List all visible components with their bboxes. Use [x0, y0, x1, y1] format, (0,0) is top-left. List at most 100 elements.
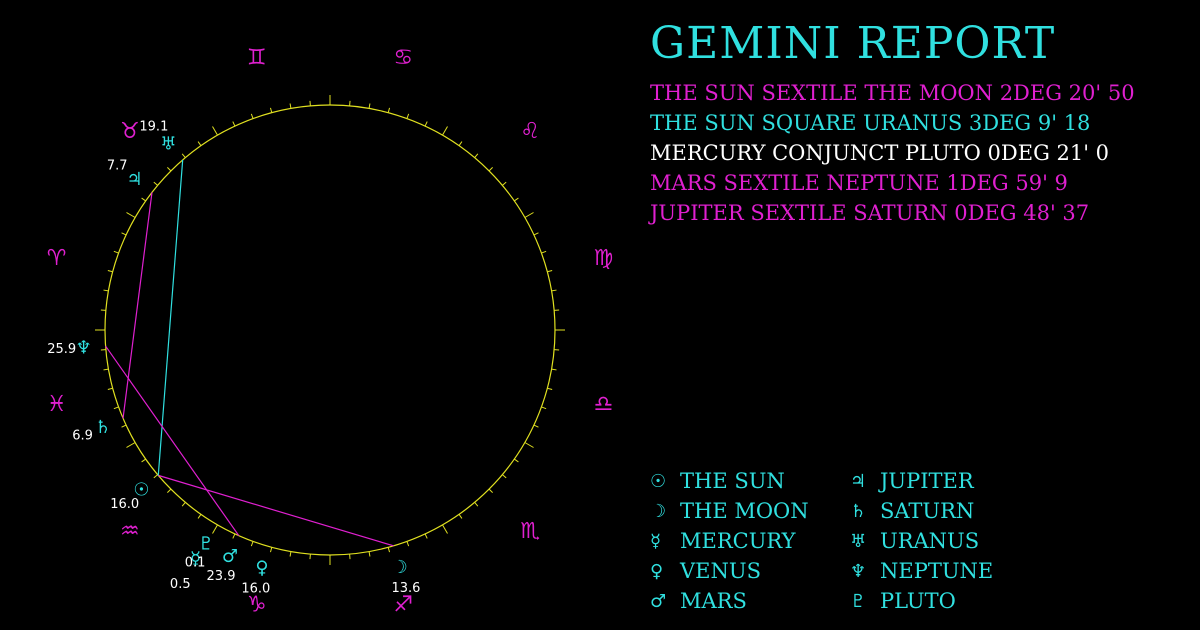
planet-legend: ☉THE SUN ☽THE MOON ☿MERCURY ♀VENUS ♂MARS…	[650, 466, 1050, 616]
degree-tick	[121, 232, 127, 236]
pluto-icon: ♇	[850, 590, 867, 612]
sun-icon: ☉	[133, 480, 149, 501]
legend-label: JUPITER	[880, 469, 974, 493]
aries-sign-icon: ♈	[47, 246, 67, 271]
moon-icon: ☽	[650, 500, 667, 522]
sagittarius-sign-icon: ♐	[393, 592, 413, 617]
legend-label: SATURN	[880, 499, 975, 523]
mars-icon: ♂	[222, 546, 238, 567]
degree-ticks	[95, 95, 565, 565]
cancer-sign-icon: ♋	[393, 46, 413, 71]
saturn-degree-label: 6.9	[72, 429, 93, 444]
degree-tick	[250, 113, 254, 119]
degree-tick	[103, 289, 109, 292]
aspect-lines	[105, 159, 394, 547]
degree-tick	[121, 424, 127, 428]
jupiter-degree-label: 7.7	[107, 158, 128, 173]
libra-sign-icon: ♎	[593, 392, 613, 417]
degree-tick	[289, 551, 292, 557]
venus-icon: ♀	[255, 557, 268, 578]
degree-tick	[541, 250, 547, 254]
degree-tick	[387, 107, 391, 113]
degree-tick	[442, 126, 448, 136]
degree-tick	[141, 197, 146, 202]
degree-tick	[541, 406, 547, 410]
legend-item-venus: ♀VENUS	[650, 556, 850, 586]
degree-tick	[514, 197, 519, 202]
sun-degree-label: 16.0	[110, 497, 139, 512]
pisces-sign-icon: ♓	[47, 392, 67, 417]
legend-label: THE MOON	[680, 499, 809, 523]
taurus-sign-icon: ♉	[120, 119, 140, 144]
virgo-sign-icon: ♍	[593, 246, 613, 271]
aspect-list: THE SUN SEXTILE THE MOON 2DEG 20' 50 THE…	[650, 78, 1135, 228]
saturn-icon: ♄	[95, 417, 111, 438]
degree-tick	[197, 141, 202, 146]
degree-tick	[153, 474, 158, 479]
aspect-item: MARS SEXTILE NEPTUNE 1DEG 59' 9	[650, 171, 1068, 195]
degree-tick	[212, 524, 218, 534]
legend-label: PLUTO	[880, 589, 956, 613]
mercury-icon: ☿	[190, 548, 201, 569]
degree-tick	[524, 212, 534, 218]
degree-tick	[524, 442, 534, 448]
degree-tick	[232, 121, 236, 127]
legend-label: NEPTUNE	[880, 559, 994, 583]
legend-item-neptune: ♆NEPTUNE	[850, 556, 1050, 586]
sun-icon: ☉	[650, 470, 667, 492]
neptune-degree-label: 25.9	[47, 342, 76, 357]
report-title: GEMINI REPORT	[650, 18, 1056, 69]
degree-tick	[547, 387, 553, 391]
aspect-line-jupiter-saturn	[122, 192, 153, 419]
degree-tick	[250, 541, 254, 547]
pluto-icon: ♇	[198, 534, 214, 555]
capricorn-sign-icon: ♑	[247, 592, 267, 617]
planet-markers: ☉16.0☽13.6☿0.5♀16.0♂23.9♃7.7♄6.9♅19.1♆25…	[47, 120, 420, 597]
legend-label: MERCURY	[680, 529, 796, 553]
uranus-icon: ♅	[850, 530, 867, 552]
legend-label: URANUS	[880, 529, 980, 553]
legend-item-moon: ☽ THE MOON	[650, 496, 850, 526]
degree-tick	[424, 533, 428, 539]
jupiter-icon: ♃	[126, 169, 142, 190]
degree-tick	[533, 232, 539, 236]
moon-icon: ☽	[392, 557, 408, 578]
degree-tick	[474, 502, 479, 507]
degree-tick	[113, 406, 119, 410]
aspect-item: THE SUN SEXTILE THE MOON 2DEG 20' 50	[650, 81, 1135, 105]
aspect-item: MERCURY CONJUNCT PLUTO 0DEG 21' 0	[650, 141, 1110, 165]
degree-tick	[442, 524, 448, 534]
leo-sign-icon: ♌	[520, 119, 540, 144]
mercury-icon: ☿	[650, 530, 662, 552]
saturn-icon: ♄	[850, 500, 867, 522]
uranus-icon: ♅	[160, 133, 176, 154]
degree-tick	[167, 167, 172, 172]
legend-item-mercury: ☿ MERCURY	[650, 526, 850, 556]
legend-item-saturn: ♄ SATURN	[850, 496, 1050, 526]
degree-tick	[368, 103, 371, 109]
degree-tick	[387, 547, 391, 553]
degree-tick	[212, 126, 218, 136]
natal-chart-wheel: ♑♐♏♎♍♌♋♊♉♈♓♒ ☉16.0☽13.6☿0.5♀16.0♂23.9♃7.…	[47, 46, 613, 618]
pluto-degree-label: 0.1	[185, 556, 206, 571]
degree-tick	[103, 368, 109, 371]
venus-degree-label: 16.0	[241, 582, 270, 597]
degree-tick	[458, 514, 463, 519]
venus-icon: ♀	[650, 560, 664, 582]
degree-tick	[424, 121, 428, 127]
mars-degree-label: 23.9	[207, 569, 236, 584]
degree-tick	[107, 387, 113, 391]
aspect-item: THE SUN SQUARE URANUS 3DEG 9' 18	[650, 111, 1091, 135]
degree-tick	[126, 442, 136, 448]
degree-tick	[181, 153, 186, 158]
mercury-degree-label: 0.5	[170, 577, 191, 592]
degree-tick	[153, 181, 158, 186]
degree-tick	[107, 269, 113, 273]
degree-tick	[113, 250, 119, 254]
degree-tick	[167, 488, 172, 493]
legend-label: THE SUN	[680, 469, 785, 493]
degree-tick	[141, 458, 146, 463]
zodiac-ring	[104, 104, 556, 556]
degree-tick	[126, 212, 136, 218]
moon-degree-label: 13.6	[391, 581, 420, 596]
